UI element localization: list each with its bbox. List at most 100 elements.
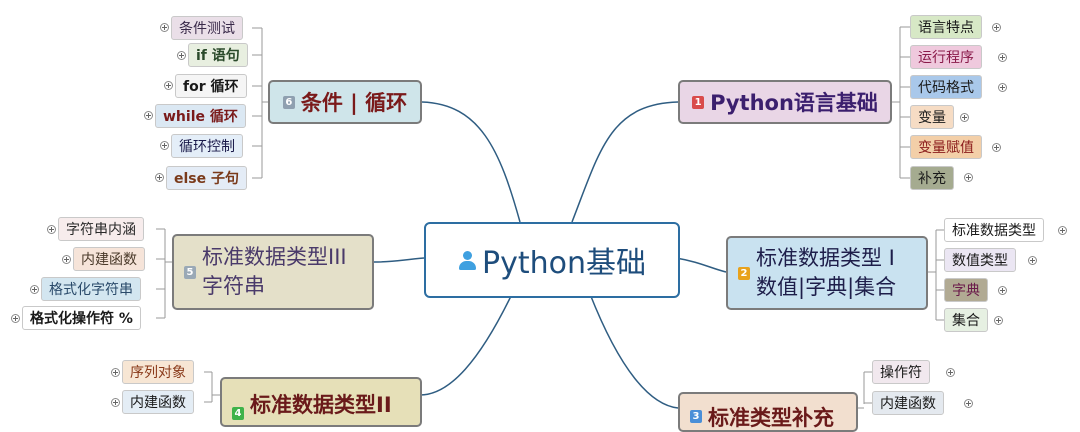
leaf-variable-assignment[interactable]: 变量赋值 [910, 135, 982, 159]
leaf-label: 补充 [918, 171, 946, 187]
expand-toggle-icon[interactable] [47, 225, 56, 234]
expand-toggle-icon[interactable] [144, 111, 153, 120]
leaf-label: while 循环 [163, 109, 238, 125]
priority-3-icon: 3 [690, 410, 702, 423]
branch-label-line2: 字符串 [202, 274, 265, 298]
expand-toggle-icon[interactable] [160, 141, 169, 150]
leaf-builtin-functions[interactable]: 内建函数 [73, 247, 145, 271]
branch-label-group: 标准数据类型III 字符串 [202, 243, 347, 301]
leaf-dictionary[interactable]: 字典 [944, 278, 988, 302]
leaf-label: 代码格式 [918, 80, 974, 96]
leaf-supplement[interactable]: 补充 [910, 166, 954, 190]
priority-2-icon: 2 [738, 266, 750, 280]
expand-toggle-icon[interactable] [164, 81, 173, 90]
branch-label: 条件 | 循环 [300, 91, 408, 115]
leaf-label: 字典 [952, 283, 980, 299]
leaf-label: 内建函数 [81, 252, 137, 268]
leaf-condition-test[interactable]: 条件测试 [171, 16, 243, 40]
expand-toggle-icon[interactable] [30, 285, 39, 294]
priority-1-icon: 1 [692, 95, 705, 109]
expand-toggle-icon[interactable] [155, 173, 164, 182]
leaf-label: 格式化字符串 [49, 282, 133, 298]
leaf-label: 数值类型 [952, 253, 1008, 269]
expand-toggle-icon[interactable] [11, 314, 20, 323]
branch-python-basics[interactable]: 1 Python语言基础 [678, 80, 892, 124]
leaf-format-string[interactable]: 格式化字符串 [41, 277, 141, 301]
branch-label: Python语言基础 [710, 91, 878, 115]
leaf-standard-data-types[interactable]: 标准数据类型 [944, 218, 1044, 242]
leaf-operators[interactable]: 操作符 [872, 360, 930, 384]
expand-toggle-icon[interactable] [1028, 256, 1037, 265]
leaf-label: 循环控制 [179, 139, 235, 155]
expand-toggle-icon[interactable] [998, 83, 1007, 92]
leaf-while-loop[interactable]: while 循环 [155, 104, 246, 128]
expand-toggle-icon[interactable] [177, 51, 186, 60]
expand-toggle-icon[interactable] [1058, 226, 1067, 235]
connector-b5 [373, 257, 425, 263]
expand-toggle-icon[interactable] [960, 113, 969, 122]
leaf-label: 字符串内涵 [66, 222, 136, 238]
leaf-label: if 语句 [196, 48, 240, 64]
leaf-label: else 子句 [174, 171, 239, 187]
leaf-for-loop[interactable]: for 循环 [175, 74, 247, 98]
connector-lines [156, 26, 944, 409]
leaf-label: 内建函数 [130, 395, 186, 411]
branch-data-types-3[interactable]: 5 标准数据类型III 字符串 [172, 234, 374, 310]
person-icon [458, 249, 476, 271]
leaf-label: 标准数据类型 [952, 223, 1036, 239]
leaf-label: 格式化操作符 % [30, 311, 133, 327]
expand-toggle-icon[interactable] [62, 255, 71, 264]
expand-toggle-icon[interactable] [111, 398, 120, 407]
central-topic-label: Python基础 [482, 246, 646, 281]
branch-label-line1: 标准数据类型III [202, 245, 347, 269]
leaf-sequence-objects[interactable]: 序列对象 [122, 360, 194, 384]
leaf-run-program[interactable]: 运行程序 [910, 45, 982, 69]
expand-toggle-icon[interactable] [964, 399, 973, 408]
connector-b1 [571, 101, 679, 223]
priority-5-icon: 5 [184, 265, 196, 279]
leaf-label: 条件测试 [179, 21, 235, 37]
leaf-if-statement[interactable]: if 语句 [188, 43, 248, 67]
expand-toggle-icon[interactable] [992, 143, 1001, 152]
leaf-label: 集合 [952, 313, 980, 329]
leaf-string-meaning[interactable]: 字符串内涵 [58, 217, 144, 241]
priority-4-icon: 4 [232, 407, 244, 420]
branch-label-line1: 标准数据类型 I [756, 246, 895, 270]
leaf-language-features[interactable]: 语言特点 [910, 15, 982, 39]
central-topic[interactable]: Python基础 [424, 222, 680, 298]
expand-toggle-icon[interactable] [964, 173, 973, 182]
leaf-label: for 循环 [183, 79, 239, 95]
leaf-label: 变量赋值 [918, 140, 974, 156]
connector-b2 [675, 257, 727, 273]
expand-toggle-icon[interactable] [998, 286, 1007, 295]
leaf-code-format[interactable]: 代码格式 [910, 75, 982, 99]
branch-label-line2: 数值|字典|集合 [756, 275, 897, 299]
leaf-label: 变量 [918, 110, 946, 126]
branch-data-types-1[interactable]: 2 标准数据类型 I 数值|字典|集合 [726, 236, 928, 310]
branch-type-supplement[interactable]: 3 标准类型补充 [678, 392, 858, 432]
branch-conditions-loops[interactable]: 6 条件 | 循环 [268, 80, 422, 124]
connector-b6 [421, 101, 521, 223]
branch-label: 标准数据类型II [250, 393, 392, 417]
leaf-builtin-functions-b4[interactable]: 内建函数 [122, 390, 194, 414]
connector-b3 [589, 293, 679, 409]
leaf-format-operator[interactable]: 格式化操作符 % [22, 306, 141, 330]
leaf-variable[interactable]: 变量 [910, 105, 954, 129]
branch-data-types-2[interactable]: 4 标准数据类型II [220, 377, 422, 427]
expand-toggle-icon[interactable] [992, 23, 1001, 32]
leaf-numeric-types[interactable]: 数值类型 [944, 248, 1016, 272]
leaf-else-clause[interactable]: else 子句 [166, 166, 247, 190]
leaf-label: 内建函数 [880, 396, 936, 412]
leaf-label: 操作符 [880, 365, 922, 381]
priority-6-icon: 6 [282, 95, 295, 109]
leaf-loop-control[interactable]: 循环控制 [171, 134, 243, 158]
expand-toggle-icon[interactable] [946, 368, 955, 377]
leaf-label: 序列对象 [130, 365, 186, 381]
leaf-set[interactable]: 集合 [944, 308, 988, 332]
leaf-builtin-functions-b3[interactable]: 内建函数 [872, 391, 944, 415]
expand-toggle-icon[interactable] [160, 23, 169, 32]
expand-toggle-icon[interactable] [998, 53, 1007, 62]
expand-toggle-icon[interactable] [111, 368, 120, 377]
expand-toggle-icon[interactable] [994, 316, 1003, 325]
branch-label: 标准类型补充 [708, 406, 834, 430]
